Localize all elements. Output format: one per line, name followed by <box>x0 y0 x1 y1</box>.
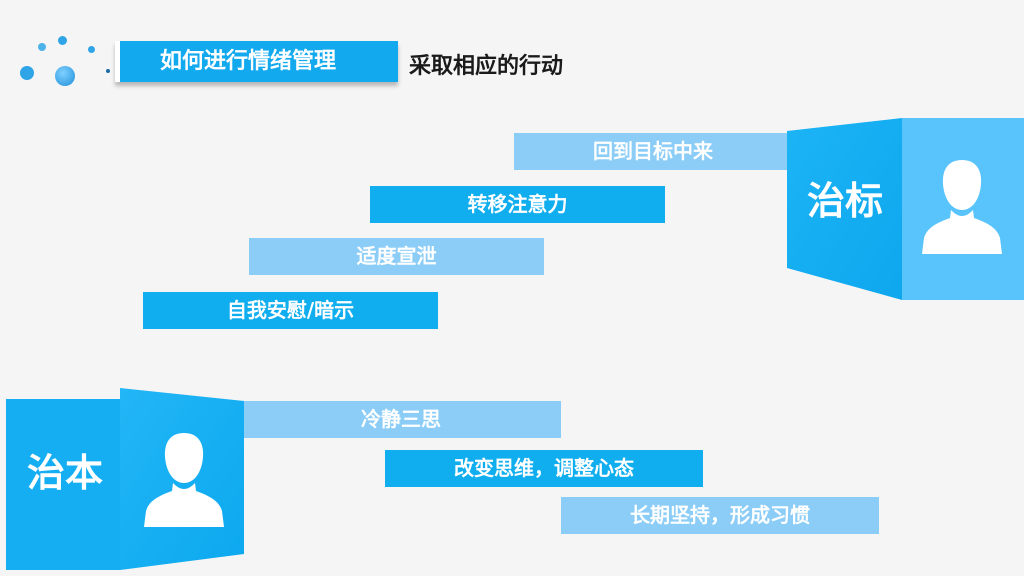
symptom-cube-label: 治标 <box>807 179 884 223</box>
symptom-cube <box>787 118 1024 300</box>
page-title: 如何进行情绪管理 <box>160 49 337 74</box>
person-silhouette-icon <box>922 160 1002 254</box>
root-cause-cube-label: 治本 <box>27 451 104 495</box>
action-bar-refocus: 回到目标中来 <box>514 133 792 170</box>
action-bar-distract: 转移注意力 <box>370 186 665 223</box>
action-bar-change-mindset: 改变思维，调整心态 <box>385 450 703 487</box>
action-bar-think-calmly: 冷静三思 <box>241 401 561 438</box>
title-box: 如何进行情绪管理 <box>115 41 398 82</box>
page-subtitle: 采取相应的行动 <box>409 54 564 79</box>
action-bar-self-comfort: 自我安慰/暗示 <box>143 292 438 329</box>
action-bar-persist: 长期坚持，形成习惯 <box>561 497 879 534</box>
person-silhouette-icon <box>144 433 224 527</box>
root-cause-cube <box>6 388 244 570</box>
action-bar-vent: 适度宣泄 <box>249 238 544 275</box>
